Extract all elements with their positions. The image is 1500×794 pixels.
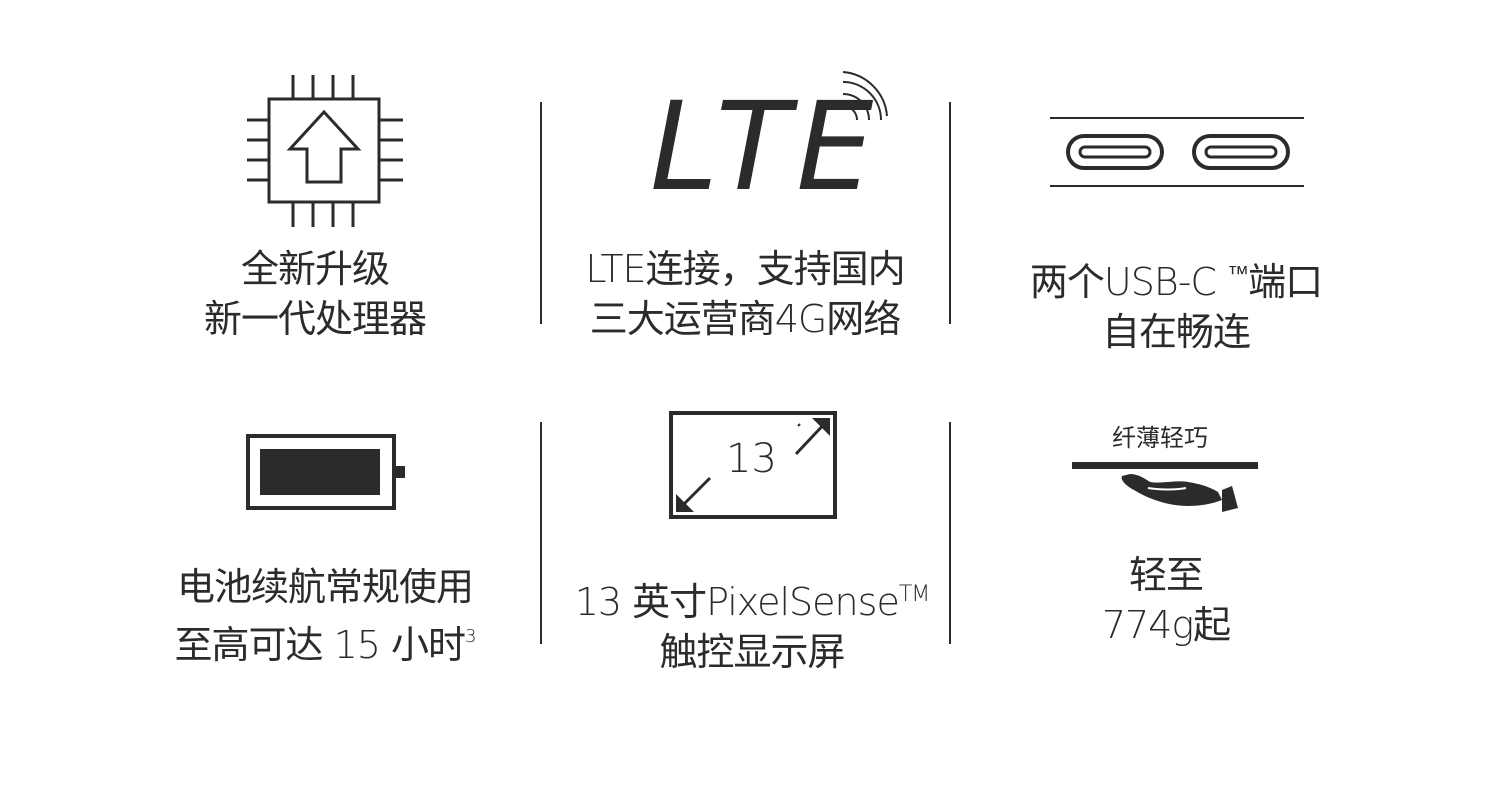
screen-size-number: 13 — [726, 436, 777, 482]
processor-line2: 新一代处理器 — [203, 297, 427, 341]
display-line1: 13 英寸PixelSenseTM — [552, 570, 952, 627]
feature-display: 13 13 英寸PixelSenseTM 触控显示屏 — [552, 0, 952, 794]
chip-arrow-up-icon — [247, 75, 403, 227]
divider-top-left — [540, 102, 542, 324]
usbc-tm: ™ — [1227, 262, 1249, 287]
processor-caption: 全新升级 新一代处理器 — [115, 244, 515, 344]
display-caption: 13 英寸PixelSenseTM 触控显示屏 — [552, 570, 952, 677]
weight-line1: 轻至 — [1128, 553, 1204, 597]
display-line1-text: 13 英寸PixelSense — [574, 580, 900, 624]
feature-battery: 电池续航常规使用 至高可达 15 小时3 — [125, 0, 525, 794]
divider-bottom-left — [540, 422, 542, 644]
screen-diagonal-icon — [669, 411, 837, 519]
battery-footnote: 3 — [465, 626, 476, 647]
battery-line2: 至高可达 15 小时3 — [125, 612, 525, 670]
feature-weight: 纤薄轻巧 轻至 774g起 — [966, 0, 1366, 794]
slim-label: 纤薄轻巧 — [1112, 424, 1208, 452]
divider-top-right — [949, 102, 951, 324]
divider-bottom-right — [949, 422, 951, 644]
weight-line2: 774g起 — [1101, 603, 1231, 647]
lte-line1: LTE连接，支持国内 — [585, 247, 905, 291]
feature-processor: 全新升级 新一代处理器 — [115, 0, 515, 380]
battery-line2-text: 至高可达 15 小时 — [174, 623, 467, 667]
display-tm: TM — [898, 582, 930, 607]
battery-icon — [246, 434, 405, 510]
processor-line1: 全新升级 — [240, 247, 390, 291]
feature-lte: LTE LTE连接，支持国内 三大运营商4G网络 — [545, 0, 945, 380]
lte-line2: 三大运营商4G网络 — [589, 297, 902, 341]
usbc-caption: 两个USB-C ™端口 自在畅连 — [976, 250, 1376, 357]
hand-slim-device-icon — [1072, 462, 1258, 512]
weight-caption: 轻至 774g起 — [966, 550, 1366, 650]
lte-caption: LTE连接，支持国内 三大运营商4G网络 — [545, 244, 945, 344]
usbc-line1: 两个USB-C ™端口 — [976, 250, 1376, 307]
battery-caption: 电池续航常规使用 至高可达 15 小时3 — [125, 562, 525, 670]
usbc-line2: 自在畅连 — [1101, 310, 1251, 354]
usbc-line1-b: 端口 — [1248, 260, 1323, 304]
usbc-line1-a: 两个USB-C — [1029, 260, 1228, 304]
lte-logo-text: LTE — [650, 76, 880, 218]
usb-c-ports-icon — [1050, 117, 1304, 187]
display-line2: 触控显示屏 — [659, 630, 845, 674]
lte-signal-icon — [842, 71, 888, 121]
battery-line1: 电池续航常规使用 — [176, 565, 474, 609]
feature-usbc: 两个USB-C ™端口 自在畅连 — [976, 0, 1376, 380]
